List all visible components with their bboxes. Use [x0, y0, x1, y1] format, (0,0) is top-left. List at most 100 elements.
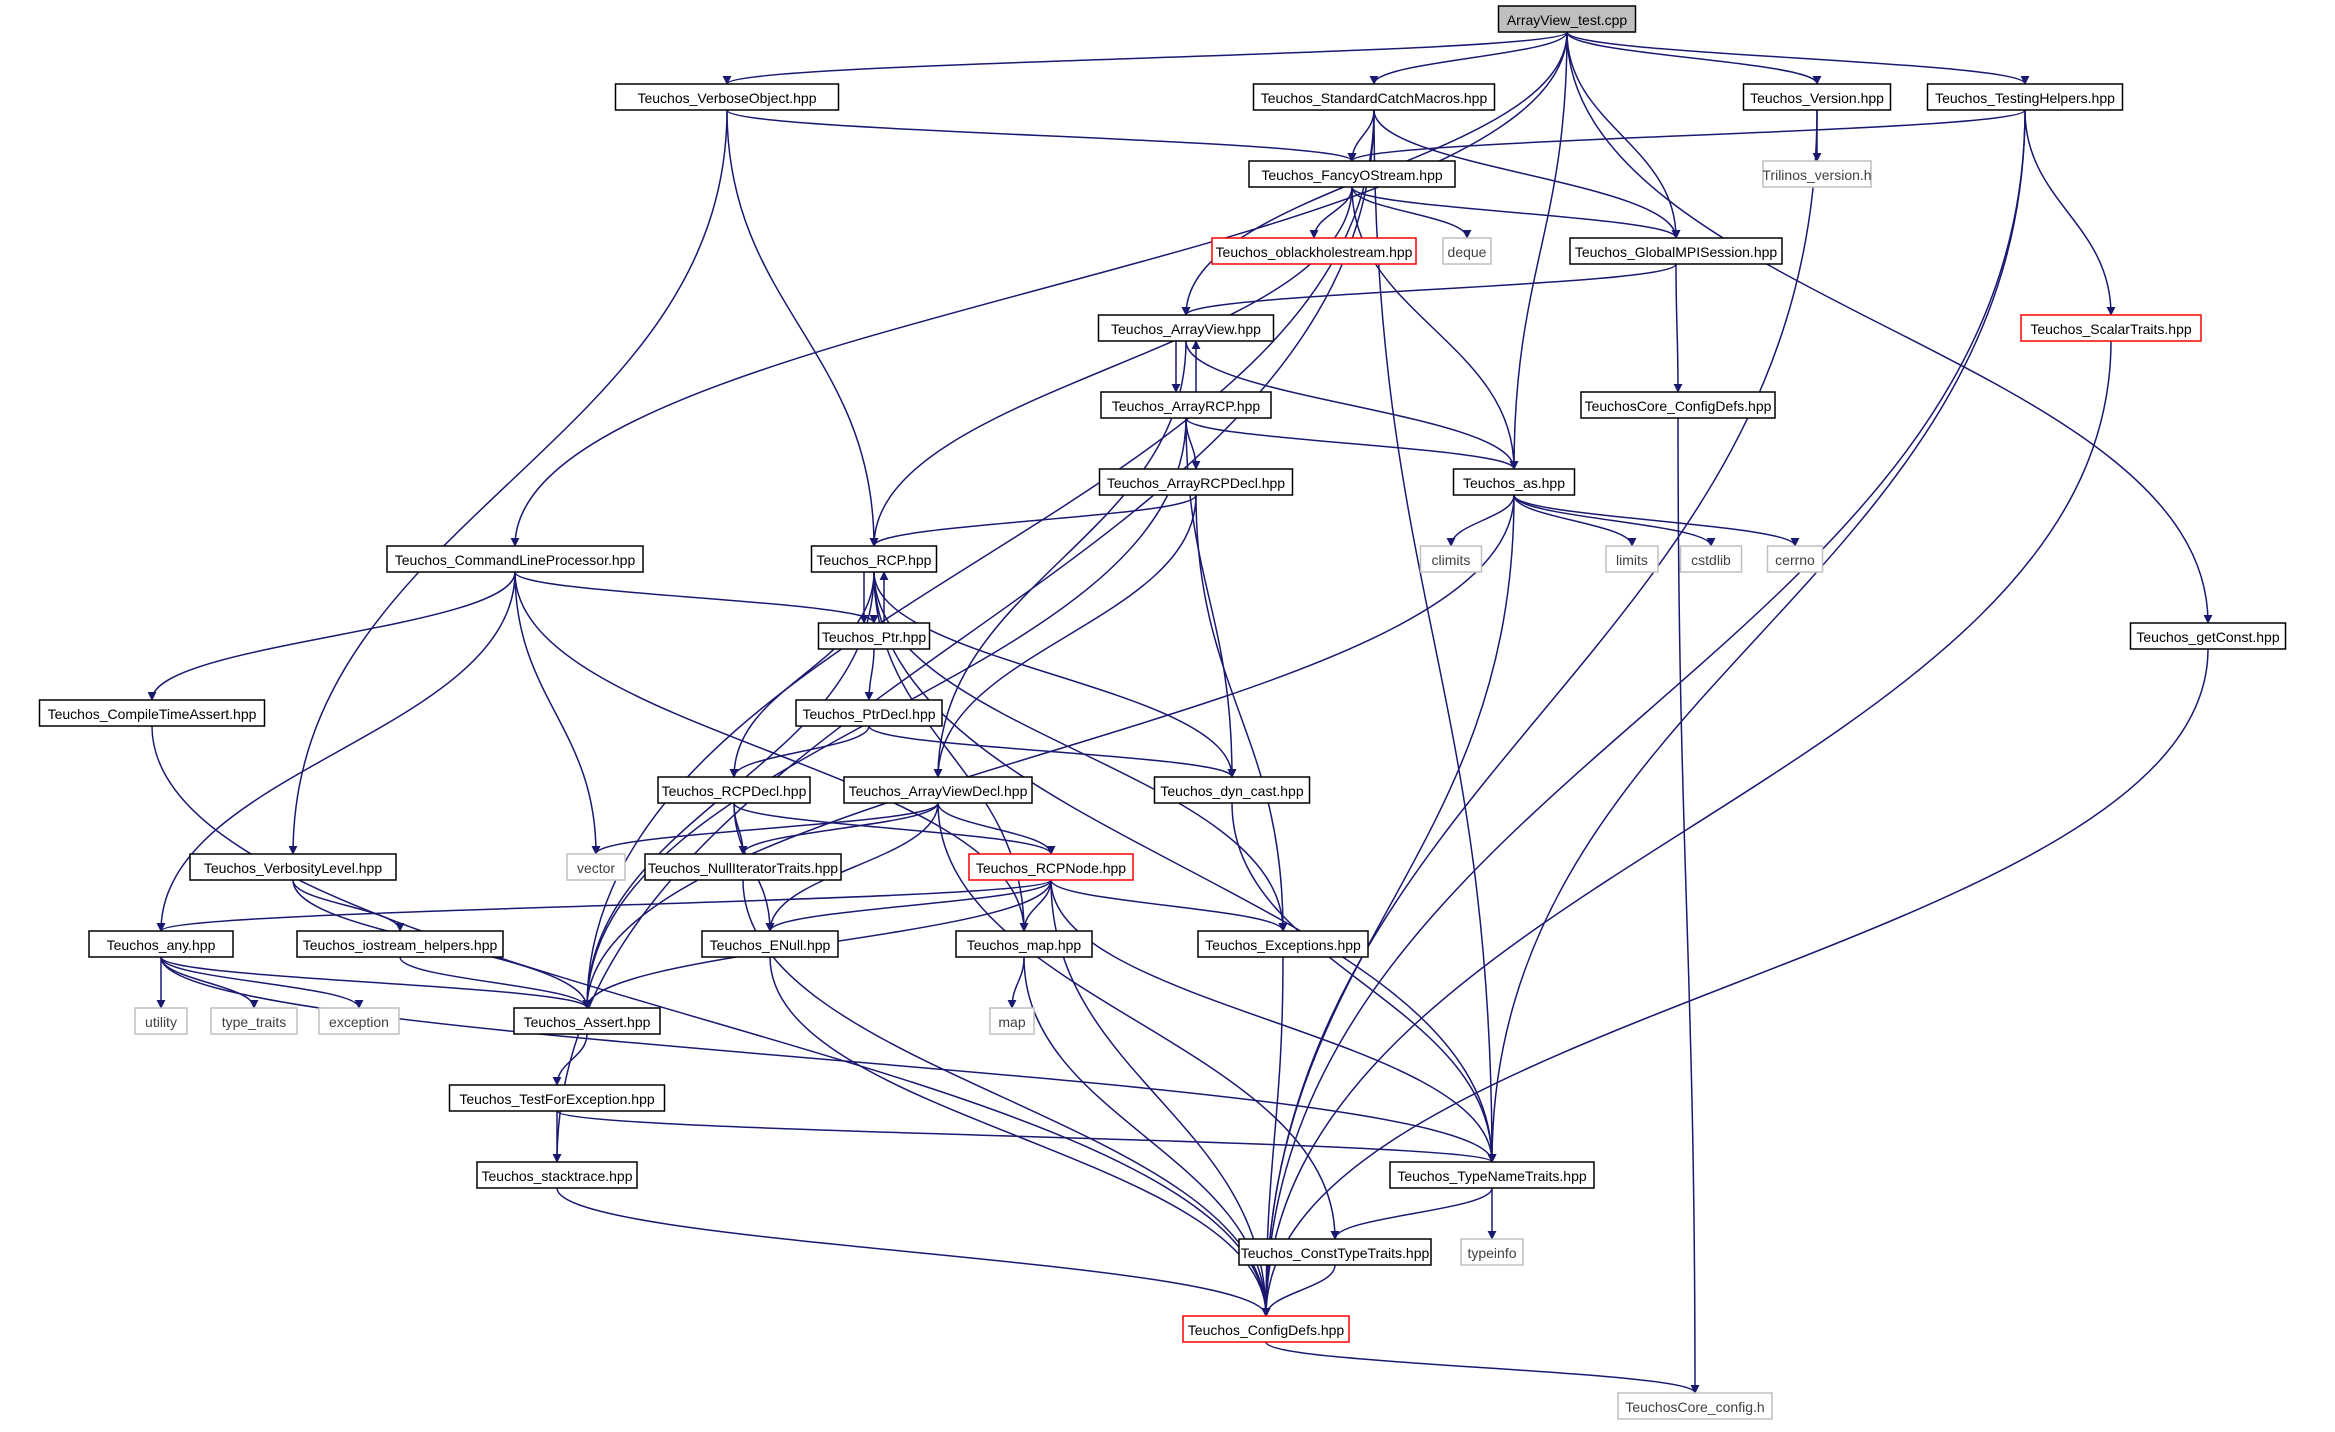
node-teuchos-iostream-helpers-hpp[interactable]: Teuchos_iostream_helpers.hpp: [296, 930, 504, 958]
node-teuchos-map-hpp[interactable]: Teuchos_map.hpp: [955, 930, 1093, 958]
node-teuchos-as-hpp[interactable]: Teuchos_as.hpp: [1452, 468, 1576, 496]
edge-arrayrcpdecl-to-arrayviewdecl: [933, 494, 1197, 778]
edge-cmdline-to-ptr: [514, 571, 879, 624]
node-teuchos-arrayrcp-hpp[interactable]: Teuchos_ArrayRCP.hpp: [1100, 391, 1272, 419]
node-label: Teuchos_TestingHelpers.hpp: [1935, 90, 2115, 106]
node-teuchos-rcpnode-hpp[interactable]: Teuchos_RCPNode.hpp: [968, 853, 1134, 881]
node-box: [1766, 545, 1824, 573]
edge-arrayviewdecl-to-enull: [765, 802, 939, 932]
edge-rcpnode-to-any: [156, 879, 1052, 932]
node-teuchos-standardcatchmacros-hpp[interactable]: Teuchos_StandardCatchMacros.hpp: [1252, 83, 1496, 111]
node-teuchos-arrayview-hpp[interactable]: Teuchos_ArrayView.hpp: [1097, 314, 1275, 342]
node-box: [1248, 160, 1456, 188]
node-teuchos-getconst-hpp[interactable]: Teuchos_getConst.hpp: [2129, 622, 2287, 650]
node-teuchos-arrayviewdecl-hpp[interactable]: Teuchos_ArrayViewDecl.hpp: [843, 776, 1033, 804]
node-teuchos-arrayrcpdecl-hpp[interactable]: Teuchos_ArrayRCPDecl.hpp: [1098, 468, 1294, 496]
node-teuchos-nulliteratortraits-hpp[interactable]: Teuchos_NullIteratorTraits.hpp: [644, 853, 842, 881]
edge-arrayviewdecl-to-rcpnode: [937, 802, 1056, 855]
node-label: Teuchos_VerbosityLevel.hpp: [204, 860, 382, 876]
node-teuchos-assert-hpp[interactable]: Teuchos_Assert.hpp: [513, 1007, 661, 1035]
node-label: Teuchos_VerboseObject.hpp: [637, 90, 816, 106]
node-box: [38, 699, 266, 727]
edge-globalmpi-to-arrayview: [1181, 263, 1677, 316]
node-label: Teuchos_Version.hpp: [1750, 90, 1884, 106]
node-teuchoscore-config-h: TeuchosCore_config.h: [1617, 1392, 1773, 1420]
edge-arrayviewdecl-to-consttypetraits: [937, 802, 1340, 1240]
node-box: [1153, 776, 1311, 804]
node-label: Teuchos_ArrayView.hpp: [1111, 321, 1261, 337]
node-label: Teuchos_oblackholestream.hpp: [1216, 244, 1413, 260]
edge-fancyostream-to-deque: [1351, 186, 1472, 239]
node-teuchoscore-configdefs-hpp[interactable]: TeuchosCore_ConfigDefs.hpp: [1580, 391, 1776, 419]
node-teuchos-stacktrace-hpp[interactable]: Teuchos_stacktrace.hpp: [476, 1161, 638, 1189]
node-box: [810, 545, 938, 573]
node-box: [657, 776, 811, 804]
node-teuchos-exceptions-hpp[interactable]: Teuchos_Exceptions.hpp: [1197, 930, 1369, 958]
node-label: Teuchos_TypeNameTraits.hpp: [1397, 1168, 1587, 1184]
node-label: Teuchos_PtrDecl.hpp: [802, 706, 935, 722]
node-cerrno: cerrno: [1766, 545, 1824, 573]
node-arrayview-test-cpp[interactable]: ArrayView_test.cpp: [1497, 5, 1637, 33]
node-teuchos-enull-hpp[interactable]: Teuchos_ENull.hpp: [701, 930, 839, 958]
node-teuchos-commandlineprocessor-hpp[interactable]: Teuchos_CommandLineProcessor.hpp: [386, 545, 644, 573]
node-teuchos-rcp-hpp[interactable]: Teuchos_RCP.hpp: [810, 545, 938, 573]
edge-consttypetraits-to-configdefs: [1261, 1264, 1336, 1317]
edge-map-to-configdefs: [1023, 956, 1271, 1317]
node-box: [1460, 1238, 1524, 1266]
edge-root-to-as: [1509, 31, 1568, 470]
node-teuchos-ptrdecl-hpp[interactable]: Teuchos_PtrDecl.hpp: [795, 699, 943, 727]
edge-any-to-assert: [160, 956, 592, 1009]
edge-root-to-testinghelpers: [1566, 31, 2030, 85]
node-box: [318, 1007, 400, 1035]
node-label: deque: [1448, 244, 1487, 260]
edge-cmdline-to-compiletime: [147, 571, 516, 701]
node-label: Teuchos_iostream_helpers.hpp: [303, 937, 498, 953]
node-teuchos-testforexception-hpp[interactable]: Teuchos_TestForException.hpp: [448, 1084, 666, 1112]
node-teuchos-rcpdecl-hpp[interactable]: Teuchos_RCPDecl.hpp: [657, 776, 811, 804]
node-box: [1238, 1238, 1432, 1266]
node-type-traits: type_traits: [210, 1007, 298, 1035]
edge-fancyostream-to-as: [1351, 186, 1519, 470]
node-box: [1182, 1315, 1350, 1343]
node-label: map: [998, 1014, 1025, 1030]
node-box: [1197, 930, 1369, 958]
node-box: [1742, 83, 1892, 111]
node-box: [386, 545, 644, 573]
node-label: Teuchos_GlobalMPISession.hpp: [1575, 244, 1778, 260]
node-teuchos-any-hpp[interactable]: Teuchos_any.hpp: [88, 930, 234, 958]
node-teuchos-scalartraits-hpp[interactable]: Teuchos_ScalarTraits.hpp: [2020, 314, 2202, 342]
node-label: Teuchos_NullIteratorTraits.hpp: [648, 860, 838, 876]
node-teuchos-verboseobject-hpp[interactable]: Teuchos_VerboseObject.hpp: [614, 83, 840, 111]
node-box: [1098, 468, 1294, 496]
node-box: [1442, 237, 1492, 265]
node-teuchos-globalmpisession-hpp[interactable]: Teuchos_GlobalMPISession.hpp: [1569, 237, 1783, 265]
node-label: Teuchos_getConst.hpp: [2136, 629, 2279, 645]
edge-testforexc-to-typenametraits: [556, 1110, 1497, 1163]
edge-assert-to-testforexc: [552, 1033, 588, 1086]
node-label: Teuchos_CommandLineProcessor.hpp: [395, 552, 636, 568]
node-teuchos-consttypetraits-hpp[interactable]: Teuchos_ConstTypeTraits.hpp: [1238, 1238, 1432, 1266]
node-label: Teuchos_ENull.hpp: [710, 937, 831, 953]
node-label: Teuchos_Assert.hpp: [524, 1014, 651, 1030]
node-label: Teuchos_ConstTypeTraits.hpp: [1241, 1245, 1430, 1261]
node-teuchos-fancyostream-hpp[interactable]: Teuchos_FancyOStream.hpp: [1248, 160, 1456, 188]
node-box: [795, 699, 943, 727]
node-teuchos-verbositylevel-hpp[interactable]: Teuchos_VerbosityLevel.hpp: [189, 853, 397, 881]
node-teuchos-configdefs-hpp[interactable]: Teuchos_ConfigDefs.hpp: [1182, 1315, 1350, 1343]
node-teuchos-dyn-cast-hpp[interactable]: Teuchos_dyn_cast.hpp: [1153, 776, 1311, 804]
node-box: [210, 1007, 298, 1035]
node-box: [189, 853, 397, 881]
node-teuchos-ptr-hpp[interactable]: Teuchos_Ptr.hpp: [817, 622, 931, 650]
node-teuchos-version-hpp[interactable]: Teuchos_Version.hpp: [1742, 83, 1892, 111]
node-teuchos-oblackholestream-hpp[interactable]: Teuchos_oblackholestream.hpp: [1211, 237, 1417, 265]
node-teuchos-compiletimeassert-hpp[interactable]: Teuchos_CompileTimeAssert.hpp: [38, 699, 266, 727]
node-teuchos-testinghelpers-hpp[interactable]: Teuchos_TestingHelpers.hpp: [1926, 83, 2124, 111]
node-box: [1211, 237, 1417, 265]
edge-standardcatch-to-stacktrace: [552, 109, 1375, 1163]
node-label: Teuchos_RCPDecl.hpp: [662, 783, 807, 799]
edge-rcp-to-typenametraits: [873, 571, 1497, 1163]
node-box: [2020, 314, 2202, 342]
node-teuchos-typenametraits-hpp[interactable]: Teuchos_TypeNameTraits.hpp: [1389, 1161, 1595, 1189]
node-label: Teuchos_StandardCatchMacros.hpp: [1261, 90, 1488, 106]
